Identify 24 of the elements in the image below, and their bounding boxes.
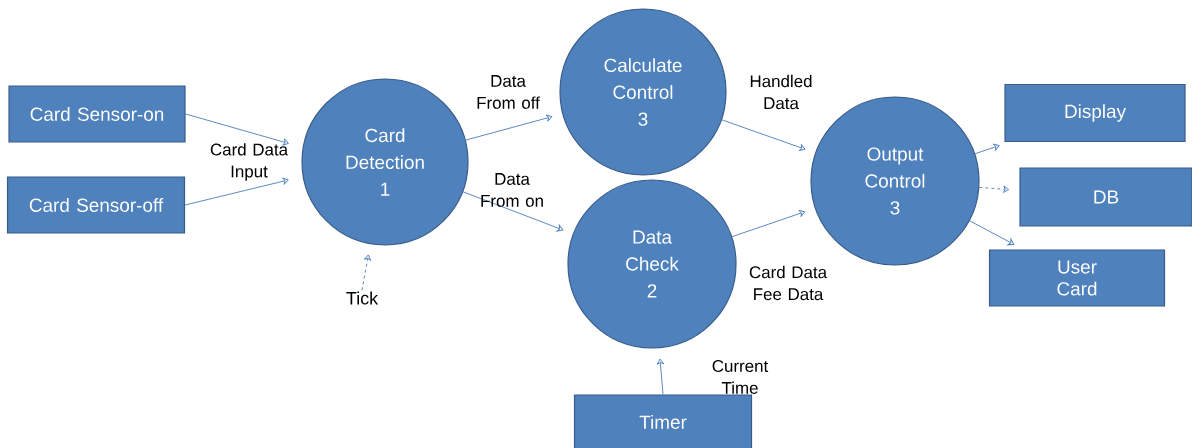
arrow [656, 358, 665, 395]
arrow [462, 191, 564, 232]
input-label: Tick [346, 291, 379, 305]
arrow [185, 113, 289, 146]
edge-label: Data From on [481, 173, 543, 207]
entity-box: DB [1019, 167, 1192, 227]
arrow [184, 177, 289, 206]
edge-label: Card Data Fee Data [749, 265, 828, 301]
edge-label: Handled Data [750, 74, 812, 110]
arrow [731, 209, 806, 238]
entity-box: User Card [988, 249, 1166, 307]
entity-box: Card Sensor-off [6, 176, 186, 234]
entity-box: Timer [573, 394, 753, 448]
arrow [974, 143, 1000, 155]
arrow [361, 254, 372, 291]
arrow [978, 185, 1010, 193]
edge-label: Data From off [477, 75, 540, 109]
arrow [465, 114, 553, 141]
edge-label: Current Time [712, 360, 769, 394]
flow-label: Card Data Input [210, 143, 289, 181]
entity-box: Display [1004, 83, 1186, 143]
arrow [969, 220, 1015, 246]
arrow [721, 119, 806, 152]
entity-box: Card Sensor-on [8, 85, 186, 143]
